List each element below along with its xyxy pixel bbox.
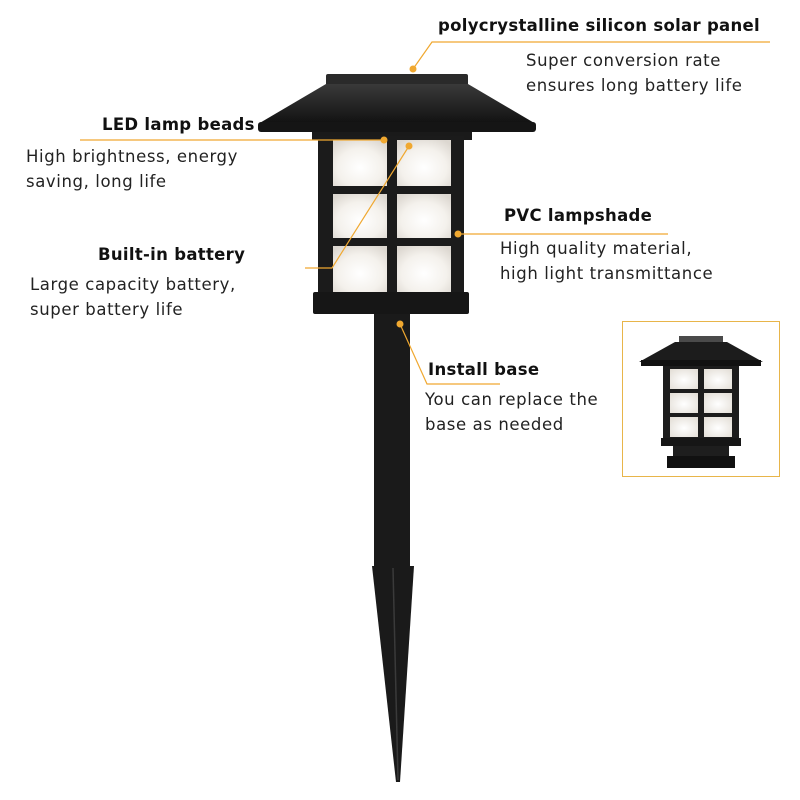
- solar-panel-desc-line-2: ensures long battery life: [526, 76, 743, 95]
- lampshade-window: [313, 136, 469, 314]
- lampshade-desc-line-1: High quality material,: [500, 239, 693, 258]
- lampshade-desc-line-2: high light transmittance: [500, 264, 714, 283]
- battery-title: Built-in battery: [98, 245, 246, 264]
- inset-photo-frame: [622, 321, 780, 477]
- install-base-title: Install base: [428, 360, 540, 379]
- battery-desc-line-2: super battery life: [30, 300, 184, 319]
- battery-desc-line-1: Large capacity battery,: [30, 275, 236, 294]
- solar-panel-desc: Super conversion rate ensures long batte…: [526, 48, 743, 98]
- solar-panel: [326, 74, 468, 86]
- solar-panel-desc-line-1: Super conversion rate: [526, 51, 722, 70]
- battery-desc: Large capacity battery, super battery li…: [30, 272, 236, 322]
- lantern-roof: [258, 84, 536, 140]
- led-beads-desc: High brightness, energy saving, long lif…: [26, 144, 238, 194]
- install-base-stake: [372, 314, 414, 782]
- led-beads-title: LED lamp beads: [102, 115, 255, 134]
- install-base-desc: You can replace the base as needed: [425, 387, 598, 437]
- led-beads-desc-line-1: High brightness, energy: [26, 147, 238, 166]
- install-base-desc-line-2: base as needed: [425, 415, 564, 434]
- lampshade-desc: High quality material, high light transm…: [500, 236, 713, 286]
- install-base-desc-line-1: You can replace the: [425, 390, 599, 409]
- lampshade-title: PVC lampshade: [504, 206, 653, 225]
- leader-lines: [80, 41, 770, 385]
- leader-dots: [380, 65, 462, 328]
- led-beads-desc-line-2: saving, long life: [26, 172, 167, 191]
- inset-lantern-image: [639, 336, 763, 468]
- solar-panel-title: polycrystalline silicon solar panel: [438, 16, 760, 35]
